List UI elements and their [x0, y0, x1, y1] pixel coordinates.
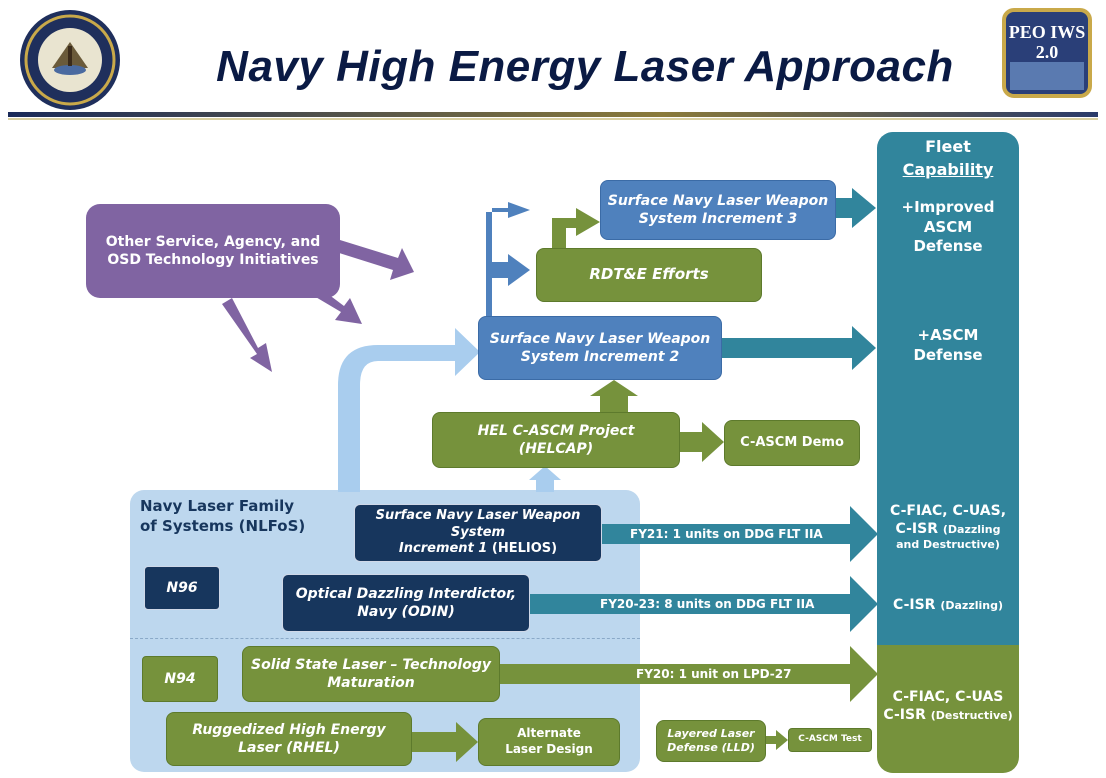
fleet-heading: Fleet — [925, 137, 971, 156]
fleet-capability-column — [877, 132, 1019, 652]
fleet-cap-increment1-main: C-FIAC, C-UAS, — [889, 503, 1007, 519]
other-initiatives-box: Other Service, Agency, and OSD Technolog… — [86, 204, 340, 298]
fleet-cap-increment1-destructive: and Destructive) — [896, 538, 1000, 552]
fleet-cap-increment1-line2: C-ISR (Dazzling — [877, 520, 1019, 538]
fleet-cap-increment1-cisr: C-ISR — [895, 521, 938, 538]
fleet-cap-ascm: +ASCM Defense — [913, 326, 983, 364]
increment1-line1: Surface Navy Laser Weapon System — [375, 507, 581, 540]
fleet-cap-odin-main: C-ISR — [892, 597, 936, 613]
fy20-23-label: FY20-23: 8 units on DDG FLT IIA — [600, 597, 815, 611]
header-rule — [8, 112, 1098, 117]
increment1-helios-box: Surface Navy Laser Weapon System Increme… — [354, 504, 602, 562]
fleet-capability-destructive-band — [877, 645, 1019, 773]
increment1-line2: Increment 1 (HELIOS) — [399, 541, 557, 558]
nlfos-divider — [130, 638, 640, 639]
fleet-cap-odin-dazzling: (Dazzling) — [940, 599, 1004, 612]
odin-box: Optical Dazzling Interdictor, Navy (ODIN… — [282, 574, 530, 632]
rhel-box: Ruggedized High Energy Laser (RHEL) — [166, 712, 412, 766]
alternate-laser-design-box: Alternate Laser Design — [478, 718, 620, 766]
lld-box: Layered Laser Defense (LLD) — [656, 720, 766, 762]
fy21-label: FY21: 1 units on DDG FLT IIA — [630, 527, 823, 541]
n94-badge: N94 — [142, 656, 218, 702]
n96-badge: N96 — [144, 566, 220, 610]
ssl-tm-box: Solid State Laser – Technology Maturatio… — [242, 646, 500, 702]
rdte-efforts-box: RDT&E Efforts — [536, 248, 762, 302]
fleet-cap-destructive: C-FIAC, C-UAS C-ISR (Destructive) — [877, 688, 1019, 724]
fleet-cap-destructive-cisr: C-ISR — [883, 707, 926, 724]
nlfos-label: Navy Laser Family of Systems (NLFoS) — [140, 497, 306, 536]
helcap-box: HEL C-ASCM Project (HELCAP) — [432, 412, 680, 468]
casm-test-box: C-ASCM Test — [788, 728, 872, 752]
fleet-cap-destructive-main: C-FIAC, C-UAS — [892, 689, 1004, 705]
page-title: Navy High Energy Laser Approach — [216, 42, 954, 91]
navy-seal-logo — [18, 8, 122, 112]
increment1-label: Increment 1 — [398, 541, 488, 557]
peo-iws-logo: PEO IWS 2.0 — [1000, 6, 1094, 100]
fleet-cap-increment1-dazzling: (Dazzling — [942, 523, 1001, 537]
casm-demo-box: C-ASCM Demo — [724, 420, 860, 466]
fleet-cap-odin: C-ISR (Dazzling) — [877, 596, 1019, 614]
fleet-cap-destructive-line2: C-ISR (Destructive) — [877, 706, 1019, 724]
fleet-cap-increment1: C-FIAC, C-UAS, C-ISR (Dazzling and Destr… — [877, 502, 1019, 553]
header-rule-accent — [8, 118, 1098, 120]
fleet-subheading: Capability — [902, 160, 994, 179]
fleet-cap-improved-ascm: +Improved ASCM Defense — [901, 198, 995, 255]
increment3-box: Surface Navy Laser Weapon System Increme… — [600, 180, 836, 240]
helios-label: (HELIOS) — [487, 541, 558, 557]
svg-text:PEO IWS: PEO IWS — [1009, 22, 1086, 42]
fy20-label: FY20: 1 unit on LPD-27 — [636, 667, 792, 681]
fleet-cap-destructive-small: (Destructive) — [930, 709, 1013, 723]
svg-text:2.0: 2.0 — [1036, 42, 1059, 62]
increment2-box: Surface Navy Laser Weapon System Increme… — [478, 316, 722, 380]
